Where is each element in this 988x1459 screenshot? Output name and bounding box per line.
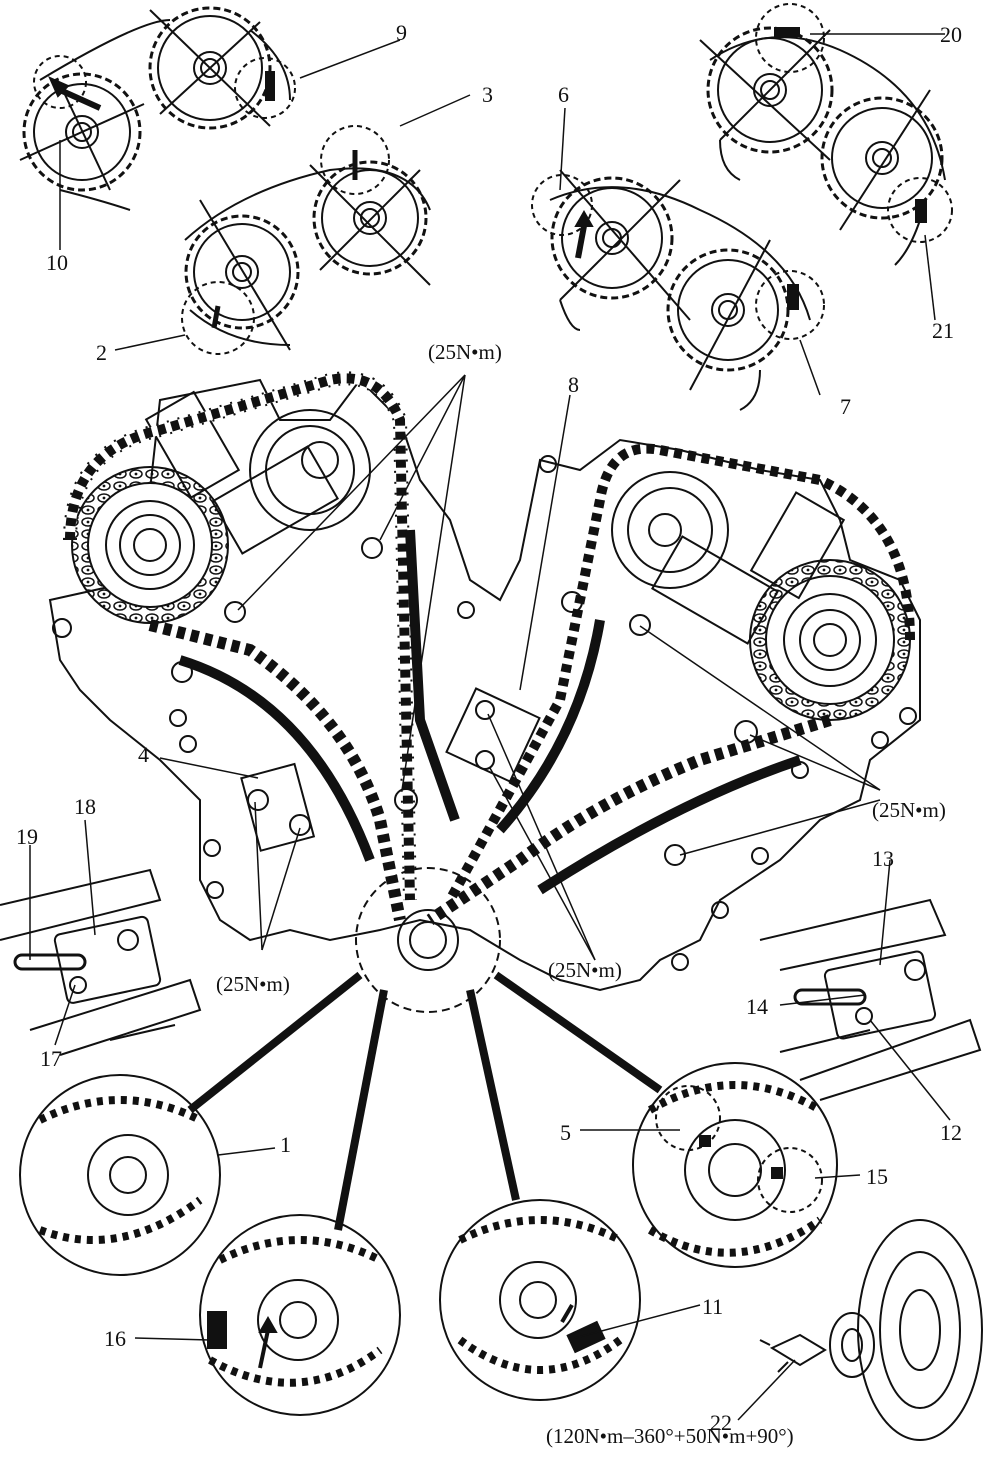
label-19: 19: [16, 824, 38, 849]
torque-top: (25N•m): [428, 340, 502, 364]
detail-callout-leaders: [187, 971, 663, 1231]
label-18: 18: [74, 794, 96, 819]
label-4: 4: [138, 742, 149, 767]
label-7: 7: [840, 394, 851, 419]
tensioner-detail-left: [0, 868, 202, 1056]
label-1: 1: [280, 1132, 291, 1157]
cam-detail-mid-left: [181, 125, 431, 355]
label-20: 20: [940, 22, 962, 47]
label-8: 8: [568, 372, 579, 397]
torque-center: (25N•m): [548, 958, 622, 982]
label-16: 16: [104, 1326, 126, 1351]
label-12: 12: [940, 1120, 962, 1145]
label-10: 10: [46, 250, 68, 275]
detail-circle-5-15: [632, 1062, 838, 1268]
tensioner-detail-right: [759, 898, 982, 1101]
cam-detail-top-left: [19, 6, 296, 211]
label-21: 21: [932, 318, 954, 343]
label-17: 17: [40, 1046, 62, 1071]
label-3: 3: [482, 82, 493, 107]
label-14: 14: [746, 994, 768, 1019]
cam-detail-mid-right: [531, 169, 825, 411]
torque-bolt: (120N•m–360°+50N•m+90°): [546, 1424, 794, 1448]
label-6: 6: [558, 82, 569, 107]
detail-circle-1: [19, 1074, 221, 1276]
detail-circle-16: [199, 1214, 401, 1416]
label-15: 15: [866, 1164, 888, 1189]
label-leaders: [29, 33, 951, 1421]
label-13: 13: [872, 846, 894, 871]
label-22: 22: [710, 1410, 732, 1435]
engine-front-assembly: [48, 371, 921, 1013]
label-5: 5: [560, 1120, 571, 1145]
label-11: 11: [702, 1294, 724, 1319]
label-2: 2: [96, 340, 107, 365]
label-9: 9: [396, 20, 407, 45]
cam-detail-top-right: [699, 3, 953, 266]
torque-right: (25N•m): [872, 798, 946, 822]
crank-pulley-bolt: [759, 1219, 983, 1441]
torque-left: (25N•m): [216, 972, 290, 996]
detail-circle-11: [439, 1199, 641, 1401]
